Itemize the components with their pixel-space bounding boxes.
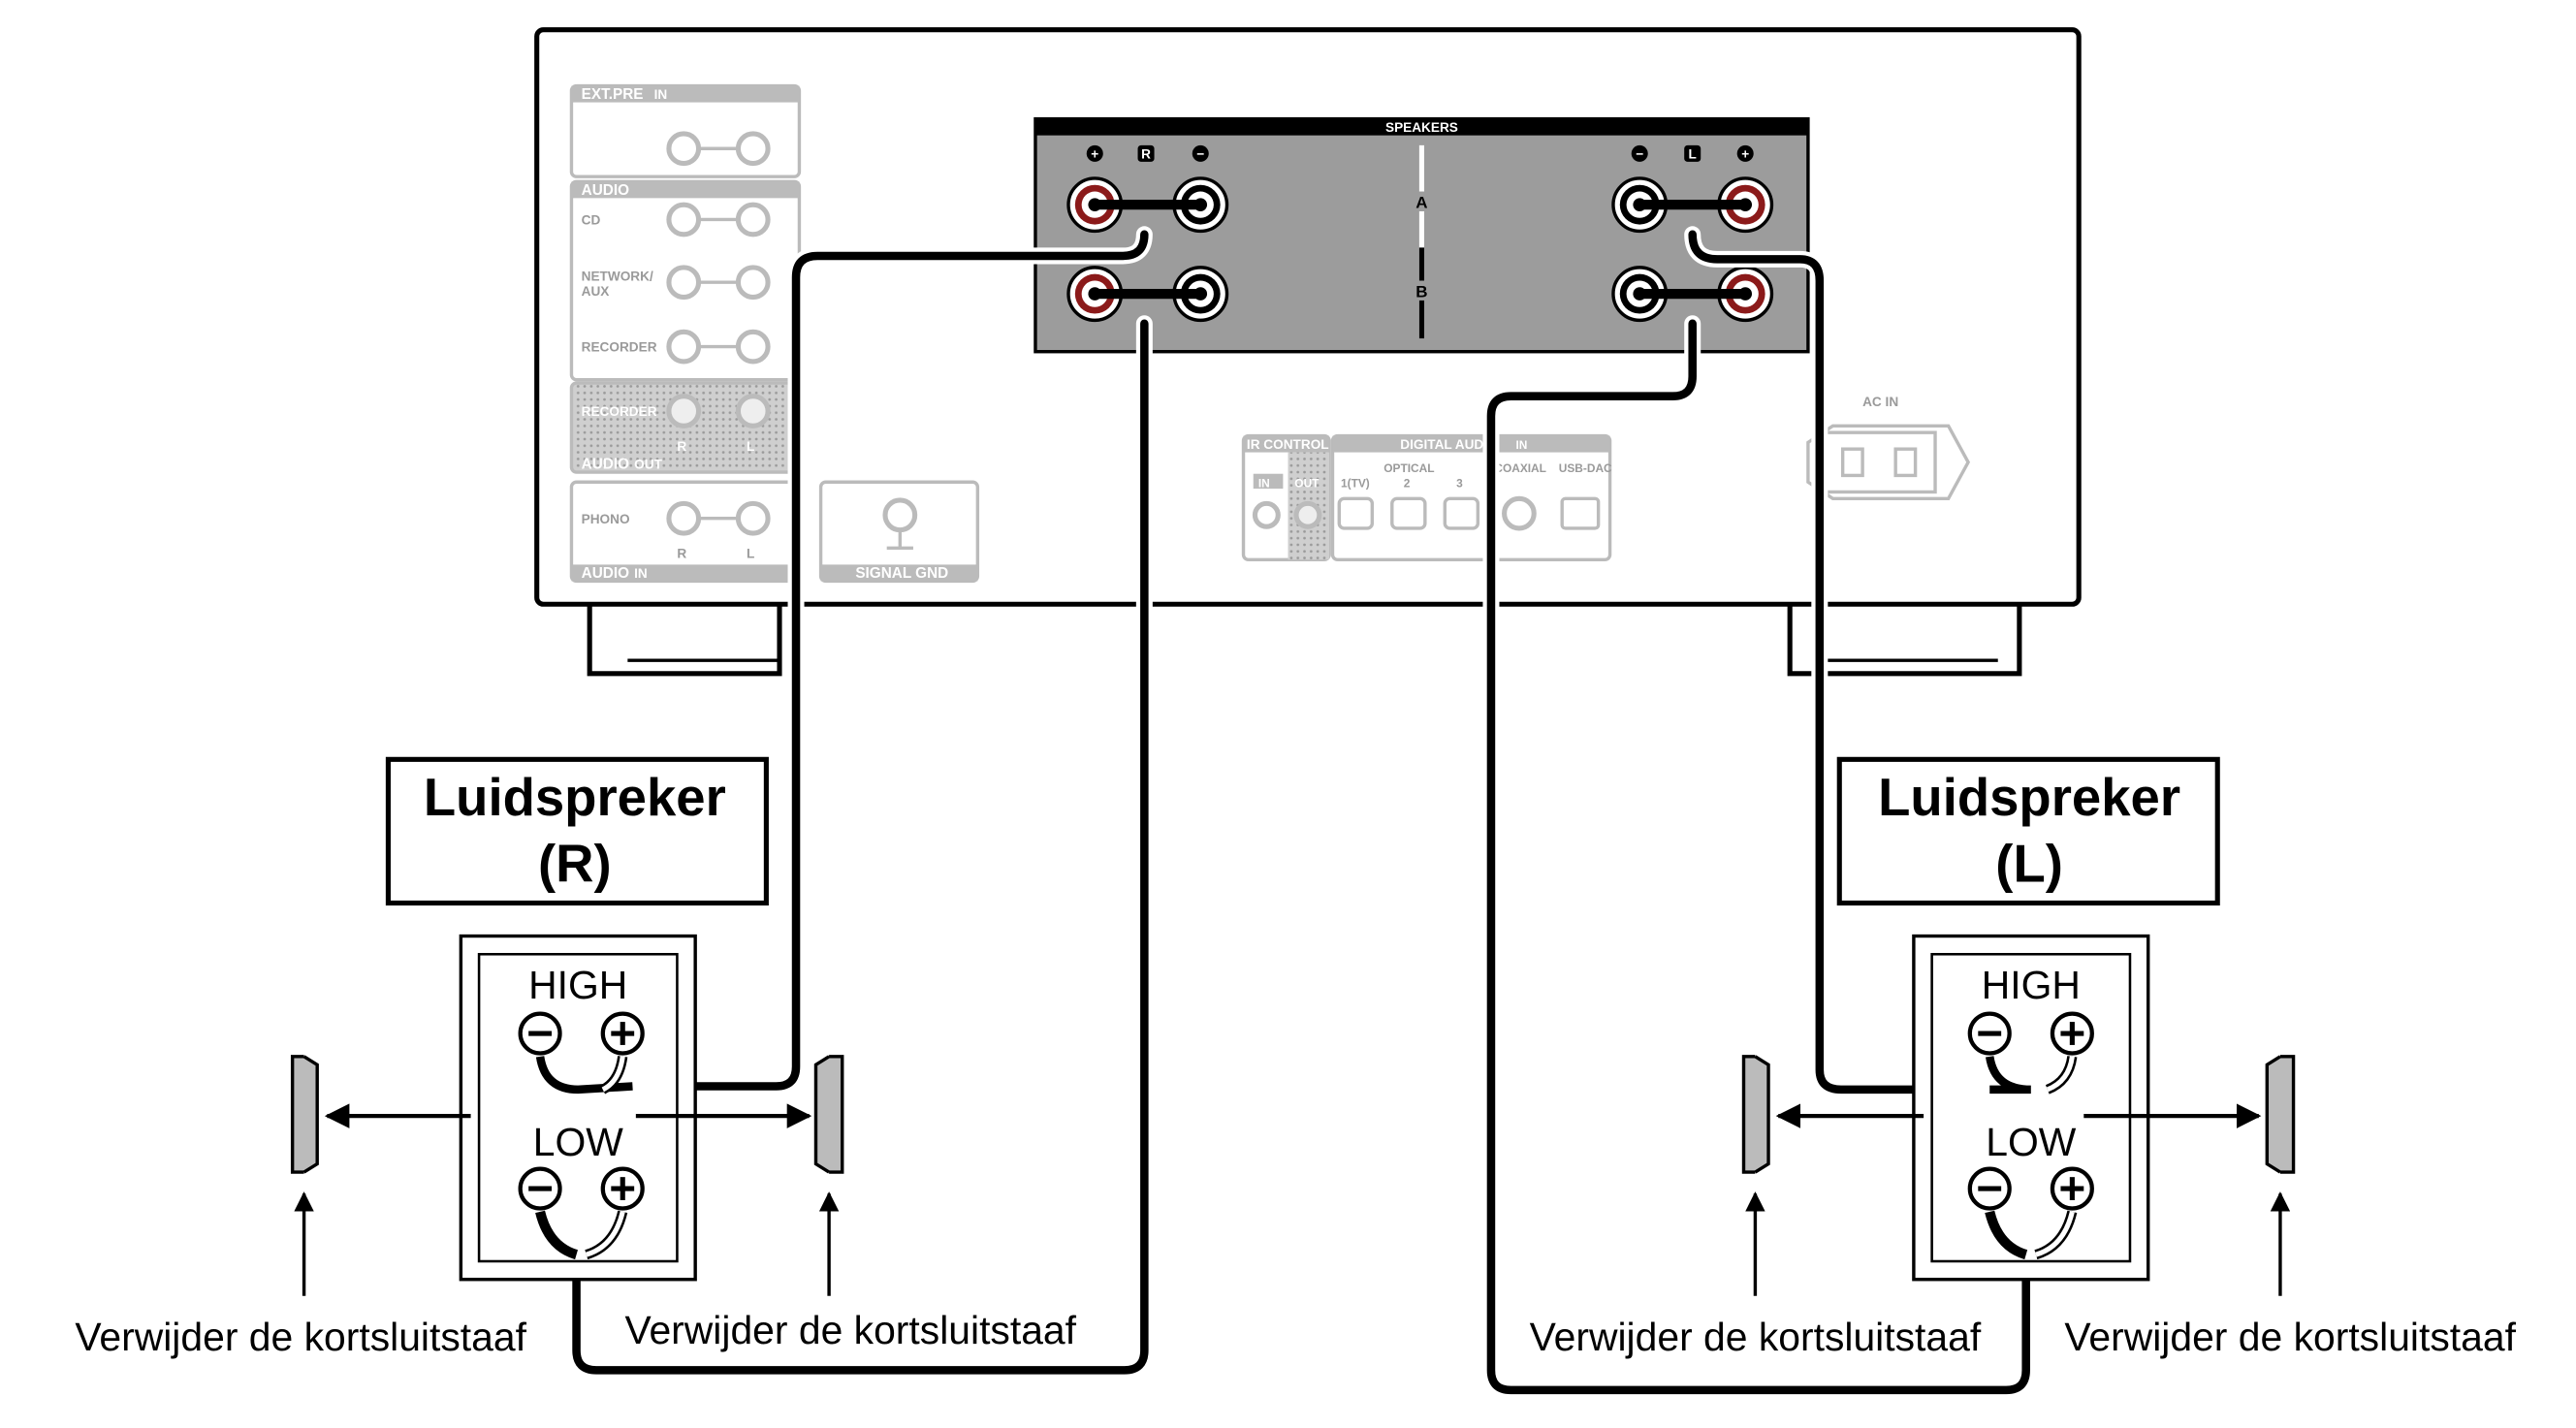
signal-gnd-terminal: SIGNAL GND [818, 480, 980, 584]
audio-out-label: AUDIO [582, 457, 629, 473]
left-channel-label: L [1689, 146, 1697, 161]
speaker-right-title-box [385, 756, 769, 906]
phono-r-label: R [677, 547, 686, 561]
speaker-right-channel: (R) [538, 834, 612, 893]
speaker-right-high-label: HIGH [528, 963, 627, 1007]
optical-2-label: 2 [1404, 476, 1411, 490]
r-plus-label: + [1091, 146, 1098, 161]
audio-out-out-label: OUT [634, 458, 662, 472]
optical-label: OPTICAL [1383, 461, 1434, 475]
speaker-left-title: Luidspreker [1878, 768, 2180, 827]
audio-in-group: AUDIO CD NETWORK/ AUX RECORDER [569, 179, 802, 382]
aux-label: AUX [582, 284, 610, 299]
speaker-right-low-minus-terminal [518, 1166, 562, 1211]
speaker-right-caption-right: Verwijder de kortsluitstaaf [624, 1308, 1076, 1352]
speaker-left-shorting-bar-left [1741, 1055, 1770, 1174]
network-label: NETWORK/ [582, 269, 653, 283]
digital-in-label: IN [1515, 438, 1527, 452]
ir-out-label: OUT [1294, 476, 1320, 490]
ext-pre-label: EXT.PRE [582, 86, 644, 103]
l-minus-label: − [1636, 146, 1643, 161]
ir-in-label: IN [1258, 476, 1270, 490]
cable-r-low [568, 315, 1153, 1379]
speaker-left-caption-left: Verwijder de kortsluitstaaf [1530, 1315, 1982, 1359]
r-minus-label: − [1196, 146, 1204, 161]
speaker-right-low-label: LOW [533, 1120, 624, 1164]
speaker-cables [568, 200, 2035, 1399]
ext-pre-input-group: EXT.PRE IN [569, 83, 802, 178]
l-plus-label: + [1741, 146, 1749, 161]
audio-out-l-label: L [747, 439, 754, 454]
digital-audio-in-group: DIGITAL AUDIO IN OPTICAL 1(TV) 2 3 COAXI… [1330, 433, 1612, 561]
speaker-right-high-minus-terminal [518, 1011, 562, 1056]
ext-pre-in-label: IN [654, 87, 668, 102]
speaker-terminal-panel: SPEAKERS + R − − L + A B [1034, 116, 1810, 354]
ir-control-label: IR CONTROL [1247, 437, 1329, 452]
optical-3-label: 3 [1456, 476, 1463, 490]
coaxial-label: COAXIAL [1494, 461, 1546, 475]
speaker-left-shorting-bar-right [2265, 1055, 2296, 1174]
ir-control-group: IR CONTROL IN OUT [1241, 433, 1331, 561]
audio-out-group: RECORDER R L AUDIO OUT [569, 381, 802, 474]
speaker-right-caption-left: Verwijder de kortsluitstaaf [75, 1315, 526, 1359]
speaker-left-channel: (L) [1995, 834, 2063, 893]
speakers-header: SPEAKERS [1385, 120, 1458, 135]
usb-dac-label: USB-DAC [1559, 461, 1612, 475]
row-b-label: B [1415, 283, 1427, 301]
cable-l-low [1482, 315, 2035, 1399]
speaker-left-low-plus-terminal [2050, 1166, 2094, 1211]
speaker-right: Luidspreker (R) HIGH LOW Verwijder de ko… [75, 756, 1077, 1359]
speaker-left-low-label: LOW [1986, 1120, 2077, 1164]
phono-l-label: L [747, 547, 754, 561]
speaker-left-low-minus-terminal [1967, 1166, 2012, 1211]
signal-gnd-label: SIGNAL GND [855, 565, 948, 582]
speaker-right-shorting-bar-left [290, 1055, 319, 1174]
speaker-left-title-box [1836, 756, 2220, 906]
audio-out-r-label: R [677, 439, 686, 454]
cable-r-high [623, 226, 1153, 1095]
speaker-left-high-plus-terminal [2050, 1011, 2094, 1056]
recorder-out-label: RECORDER [582, 404, 657, 419]
right-channel-label: R [1141, 146, 1151, 161]
speaker-right-low-plus-terminal [600, 1166, 645, 1211]
phono-audio-label: AUDIO [582, 565, 629, 582]
digital-audio-label: DIGITAL AUDIO [1400, 437, 1498, 452]
optical-tv-label: 1(TV) [1341, 476, 1370, 490]
speaker-right-shorting-bar-right [813, 1055, 844, 1174]
cd-label: CD [582, 213, 601, 228]
speaker-left-terminal-plate [1912, 934, 2150, 1282]
receiver-rear-panel: EXT.PRE IN AUDIO CD NETWORK/ AUX RECORDE… [534, 27, 2082, 677]
speaker-right-title: Luidspreker [424, 768, 726, 827]
phono-label: PHONO [582, 512, 630, 526]
speaker-left: Luidspreker (L) HIGH LOW Verwijder de ko… [1530, 756, 2517, 1359]
speaker-left-high-label: HIGH [1982, 963, 2081, 1007]
speaker-right-terminal-plate [459, 934, 697, 1282]
speaker-left-high-minus-terminal [1967, 1011, 2012, 1056]
speaker-right-high-plus-terminal [600, 1011, 645, 1056]
ac-in-label: AC IN [1862, 395, 1898, 409]
phono-in-label: IN [634, 566, 648, 581]
audio-in-label: AUDIO [582, 182, 629, 199]
row-a-label: A [1415, 194, 1427, 212]
cable-l-high [1684, 226, 1998, 1098]
speaker-left-caption-right: Verwijder de kortsluitstaaf [2064, 1315, 2516, 1359]
recorder-in-label: RECORDER [582, 340, 657, 355]
